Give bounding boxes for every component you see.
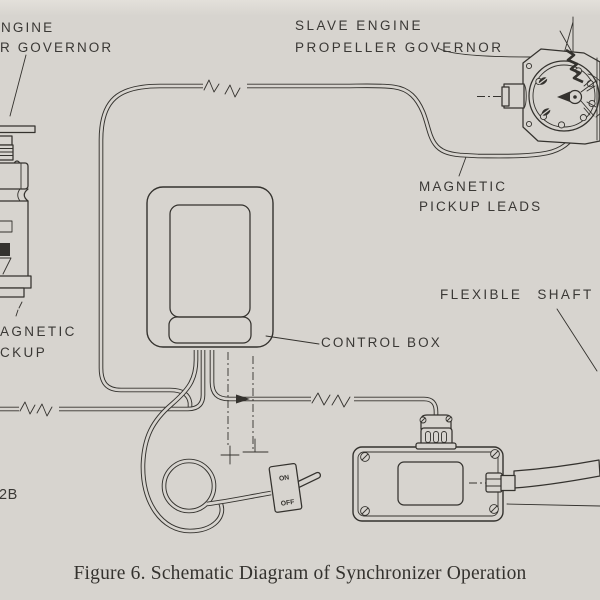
label-corner-fragment: 2B bbox=[0, 487, 18, 503]
flexible-shaft-drawing bbox=[469, 459, 600, 507]
switch-on-label: ON bbox=[279, 474, 290, 482]
label-pickup-leads-line2: PICKUP LEADS bbox=[419, 199, 543, 214]
slave-governor-leader bbox=[437, 47, 533, 58]
switch-off-label: OFF bbox=[280, 499, 294, 508]
junction-box-drawing bbox=[352, 414, 600, 522]
electrical-connector-drawing bbox=[415, 414, 457, 450]
leader-lines bbox=[9, 47, 598, 372]
left-pickup-leader bbox=[15, 301, 23, 317]
datum-mark bbox=[242, 438, 269, 453]
control-box-drawing bbox=[146, 186, 274, 348]
cable-slack-loop bbox=[143, 350, 271, 531]
label-slave-governor-line1: SLAVE ENGINE bbox=[295, 18, 424, 33]
label-flexible-shaft: FLEXIBLE SHAFT bbox=[440, 287, 594, 302]
toggle-switch-drawing: ON OFF bbox=[268, 462, 322, 513]
pickup-leads-leader bbox=[458, 156, 467, 177]
line-break-symbol-right bbox=[311, 391, 354, 408]
flow-arrow-icon bbox=[236, 394, 250, 404]
label-slave-governor-line2: PROPELLER GOVERNOR bbox=[295, 40, 504, 55]
page-top-edge bbox=[0, 0, 600, 16]
cable-pickup-leads-run bbox=[101, 86, 576, 407]
label-master-governor-line1: NGINE bbox=[1, 20, 55, 35]
line-break-symbol-left bbox=[19, 399, 59, 418]
master-governor-drawing bbox=[0, 125, 36, 298]
centerline-marks bbox=[220, 352, 269, 465]
slave-governor-drawing bbox=[477, 16, 600, 145]
figure-caption: Figure 6. Schematic Diagram of Synchroni… bbox=[73, 563, 527, 584]
cross-mark bbox=[220, 445, 240, 465]
label-pickup-leads-line1: MAGNETIC bbox=[419, 179, 508, 194]
label-left-pickup-line1: AGNETIC bbox=[0, 324, 77, 339]
label-master-governor-line2: R GOVERNOR bbox=[0, 40, 114, 55]
control-box-leader bbox=[265, 335, 320, 345]
corner-screw-icon bbox=[360, 449, 500, 516]
label-control-box: CONTROL BOX bbox=[321, 335, 442, 350]
master-governor-leader bbox=[9, 54, 27, 117]
label-left-pickup-line2: CKUP bbox=[0, 345, 48, 360]
flexible-shaft-leader bbox=[556, 308, 598, 372]
line-break-symbol-top bbox=[203, 77, 247, 98]
